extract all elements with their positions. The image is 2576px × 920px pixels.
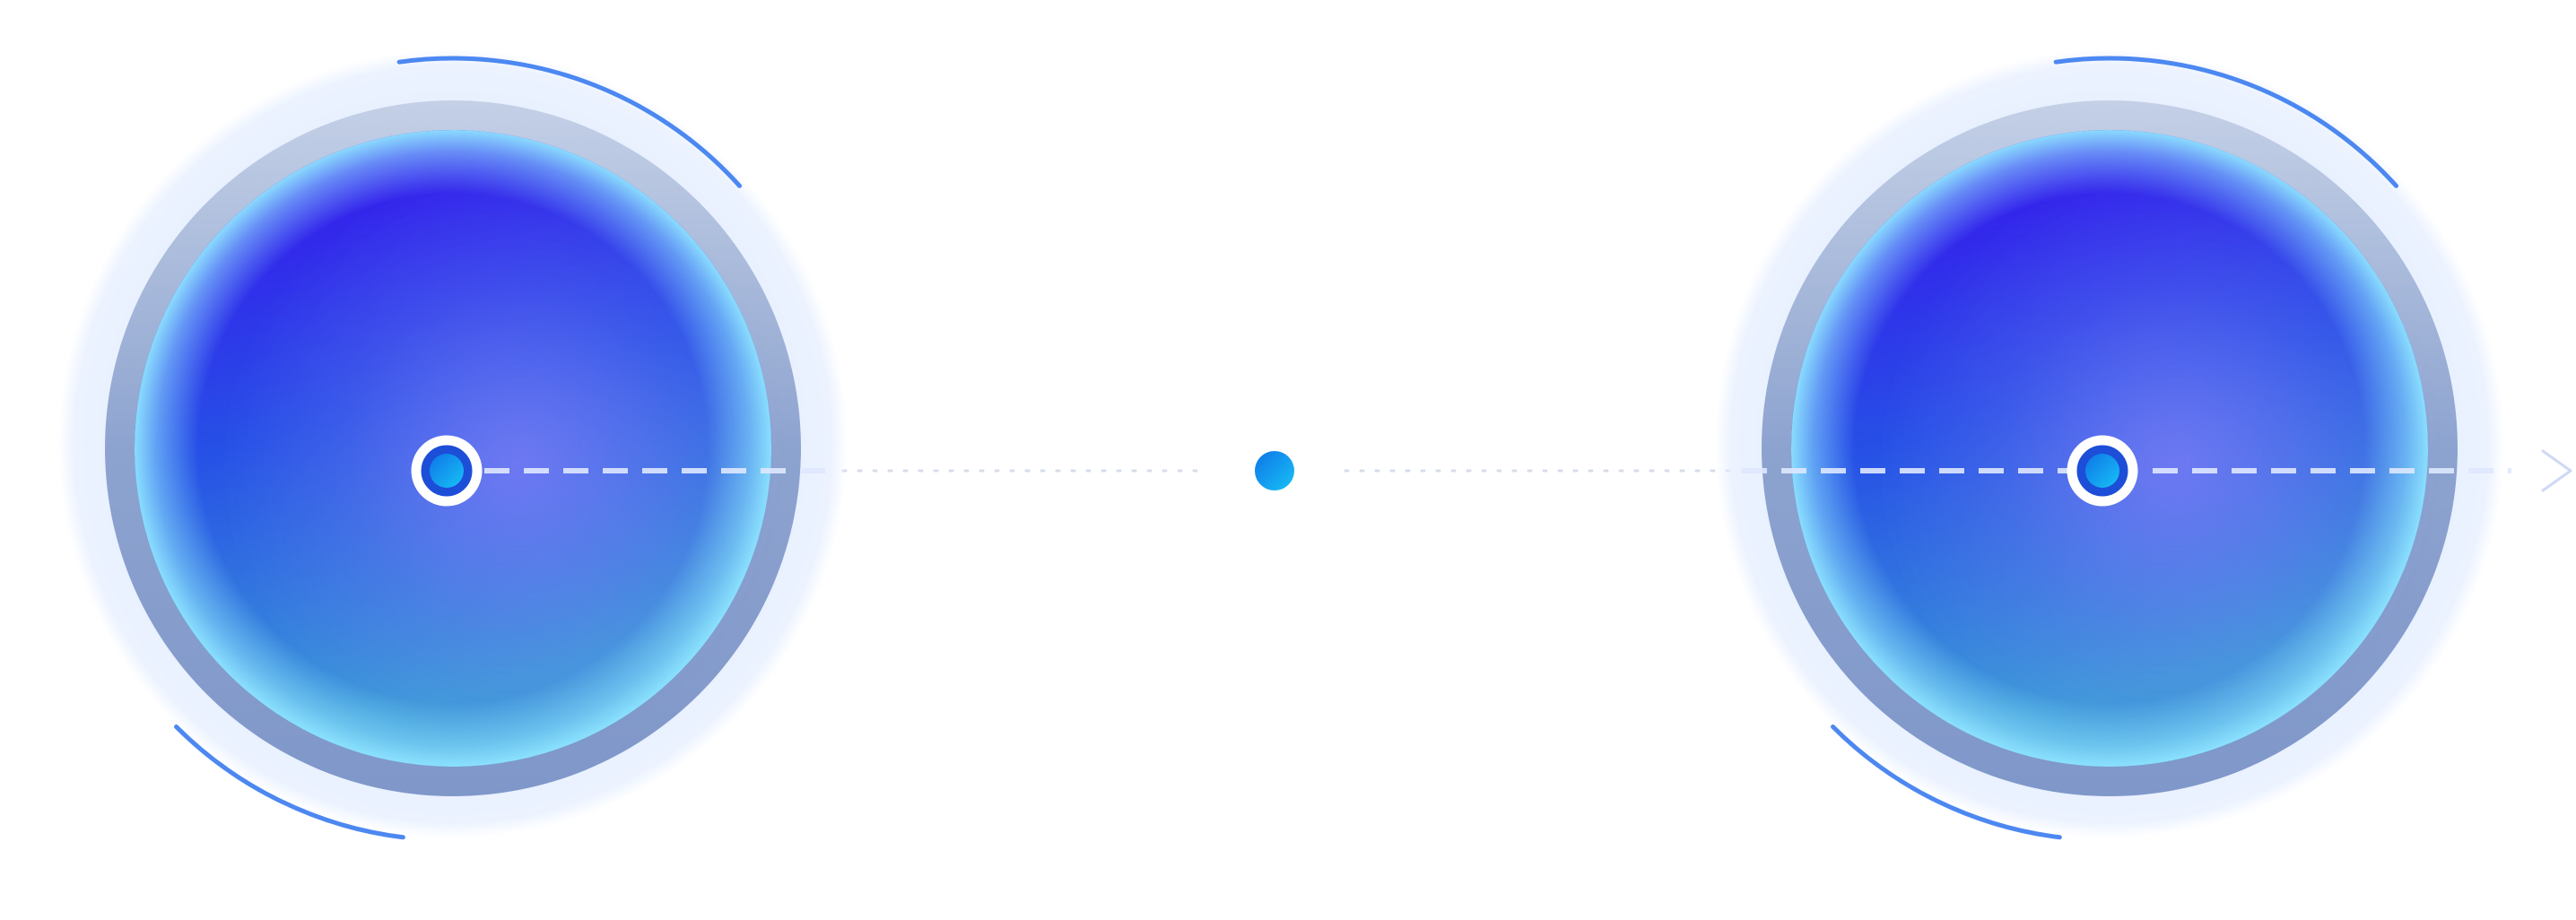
node-core xyxy=(1255,451,1294,490)
halo-arc-top xyxy=(2053,56,2399,188)
middle-node xyxy=(1255,451,1294,490)
left-center-node xyxy=(411,435,483,507)
right-center-node xyxy=(2067,435,2138,507)
arrow-icon xyxy=(2541,449,2572,492)
halo-arc-bottom xyxy=(174,724,405,840)
halo-arc-bottom xyxy=(1831,724,2062,840)
node-core xyxy=(430,454,464,488)
halo-arc-top xyxy=(396,56,743,188)
node-core xyxy=(2085,454,2119,488)
